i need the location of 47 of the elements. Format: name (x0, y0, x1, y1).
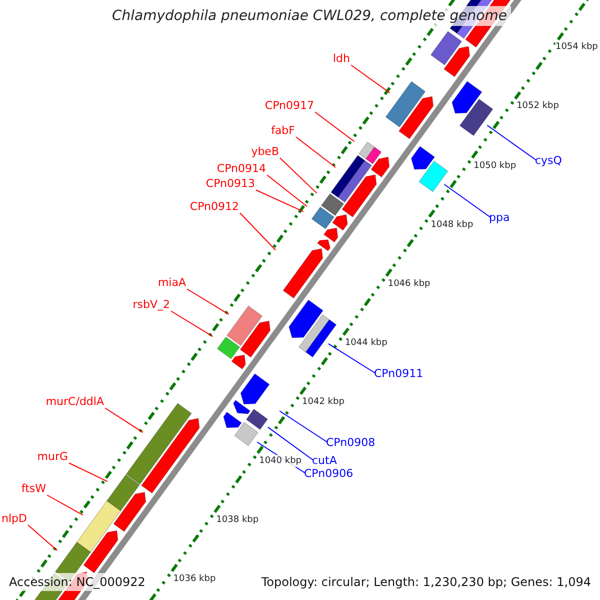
leader-line (104, 408, 144, 433)
leader-line (314, 112, 355, 142)
scale-label: 1036 kbp (173, 572, 216, 585)
gene-label: ybeB (251, 146, 279, 158)
gene-label: nlpD (2, 513, 27, 525)
gene-label: cutA (312, 455, 337, 467)
scale-label: 1038 kbp (216, 514, 259, 526)
gene-label: CPn0908 (326, 437, 376, 449)
leader-line (256, 190, 304, 212)
scale-label: 1048 kbp (430, 218, 474, 231)
leader-line (486, 124, 536, 160)
leader-line (240, 212, 276, 250)
gene-label: ldh (332, 53, 350, 65)
gene-label: CPn0913 (206, 178, 255, 190)
gene-label: murC/ddlA (46, 396, 104, 408)
leader-line (46, 494, 84, 516)
scale-label: 1040 kbp (259, 454, 302, 467)
leader-line (186, 288, 230, 315)
gene-label: fabF (271, 125, 295, 137)
scale-label: 1042 kbp (302, 396, 344, 408)
leader-line (296, 136, 336, 168)
scale-label: 1050 kbp (474, 160, 516, 172)
leader-line (28, 524, 58, 551)
leader-line (280, 158, 318, 194)
gene-label: CPn0906 (304, 468, 354, 480)
scale-label: 1052 kbp (516, 100, 559, 112)
gene-label: CPn0914 (216, 163, 266, 175)
gene-label: miaA (158, 277, 186, 289)
scale-label: 1046 kbp (388, 278, 430, 290)
scale-label: 1044 kbp (344, 336, 388, 349)
gene-label: CPn0911 (374, 368, 424, 380)
leader-line (267, 426, 314, 460)
scale-label: 1054 kbp (555, 41, 598, 54)
leader-line (350, 64, 390, 94)
leader-line (279, 410, 328, 442)
leader-line (170, 310, 214, 337)
gene-label: rsbV_2 (132, 299, 170, 311)
leader-line (328, 343, 376, 374)
gene-label: CPn0917 (264, 100, 314, 112)
leader-line (444, 184, 490, 218)
gene-label: cysQ (535, 155, 562, 167)
gene-label: murG (37, 451, 68, 463)
gene-label: CPn0912 (190, 201, 239, 213)
gene-label: ppa (489, 212, 510, 224)
gene-label: ftsW (21, 483, 46, 495)
leader-line (266, 174, 308, 207)
leader-line (68, 462, 108, 482)
